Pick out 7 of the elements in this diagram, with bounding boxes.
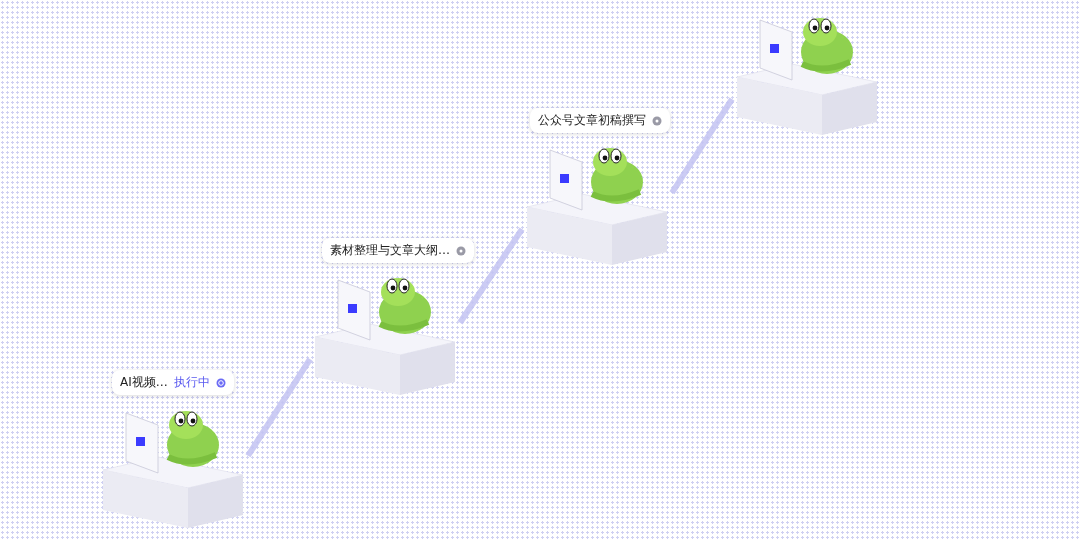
task-title: 公众号文章初稿撰写 bbox=[538, 112, 646, 129]
connector-line bbox=[457, 227, 525, 325]
connector-line bbox=[245, 357, 313, 458]
task-title: AI视频… bbox=[120, 374, 168, 391]
task-title: 素材整理与文章大纲… bbox=[330, 242, 450, 259]
connector-line bbox=[669, 97, 735, 195]
status-label: 执行中 bbox=[173, 374, 210, 391]
